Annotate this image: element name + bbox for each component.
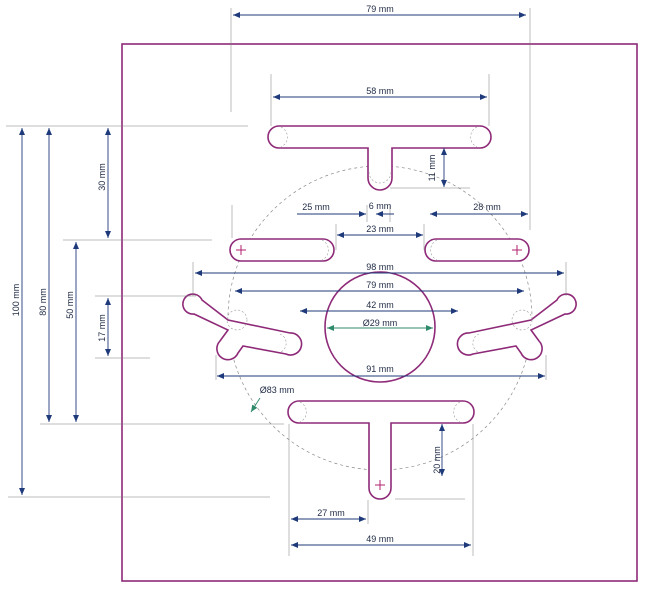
dim-t-top-width: 58 mm <box>366 86 394 96</box>
dim-bottom-t-width: 49 mm <box>366 534 394 544</box>
dim-right-slot-width: 28 mm <box>473 202 501 212</box>
dim-top-width: 79 mm <box>366 4 394 14</box>
top-t-slot <box>267 125 492 191</box>
dim-span-79: 79 mm <box>366 280 394 290</box>
plate-outline <box>121 43 638 582</box>
dim-diameter-83: Ø83 mm <box>260 385 295 395</box>
dim-span-42: 42 mm <box>366 300 394 310</box>
extension-lines <box>6 8 567 556</box>
bottom-t-slot <box>287 400 475 500</box>
dimension-lines <box>19 12 564 548</box>
dim-vert-17: 17 mm <box>97 314 107 342</box>
dim-vert-50: 50 mm <box>65 291 75 319</box>
dim-vert-30: 30 mm <box>97 163 107 191</box>
dim-stem-width: 6 mm <box>369 201 392 211</box>
right-slot <box>424 238 530 262</box>
dim-slot-gap: 23 mm <box>366 224 394 234</box>
dim-span-98: 98 mm <box>366 262 394 272</box>
dim-left-slot-width: 25 mm <box>302 202 330 212</box>
right-v-slot <box>456 293 577 361</box>
dim-span-91: 91 mm <box>366 364 394 374</box>
dim-t-stem-length: 11 mm <box>427 155 437 182</box>
dim-bottom-t-height: 20 mm <box>432 446 442 474</box>
dim-bottom-t-offset: 27 mm <box>317 508 345 518</box>
left-v-slot <box>182 293 303 361</box>
dim-vert-80: 80 mm <box>38 288 48 316</box>
dim-vert-100: 100 mm <box>11 284 21 317</box>
dim-diameter-29: Ø29 mm <box>363 318 398 328</box>
left-slot <box>229 238 335 262</box>
